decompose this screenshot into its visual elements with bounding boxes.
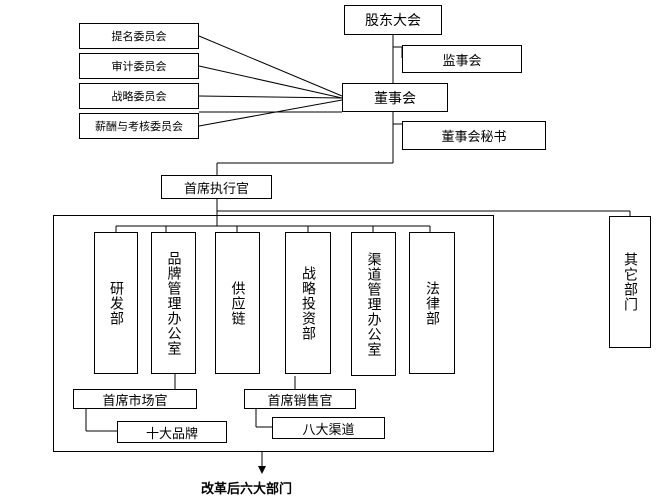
legal-department-label: 法律部 xyxy=(424,280,440,326)
supply-chain-label: 供应链 xyxy=(229,280,246,326)
board-secretary-box: 董事会秘书 xyxy=(402,121,546,150)
supply-chain-box: 供应链 xyxy=(215,232,260,374)
channel-management-office-label: 渠道管理办公室 xyxy=(365,251,382,357)
ceo-label: 首席执行官 xyxy=(183,181,249,197)
supervisory-board-label: 监事会 xyxy=(442,53,482,69)
audit-committee-box: 审计委员会 xyxy=(79,53,199,79)
board-secretary-label: 董事会秘书 xyxy=(441,130,507,145)
supervisory-board-box: 监事会 xyxy=(402,45,522,73)
cmo-label: 首席市场官 xyxy=(102,393,168,409)
audit-committee-label: 审计委员会 xyxy=(111,60,167,73)
strategic-investment-department-box: 战略投资部 xyxy=(285,232,331,374)
board-of-directors-box: 董事会 xyxy=(342,83,448,112)
compensation-committee-box: 薪酬与考核委员会 xyxy=(79,113,199,139)
cso-label: 首席销售官 xyxy=(267,393,333,409)
compensation-committee-label: 薪酬与考核委员会 xyxy=(95,120,183,133)
ceo-box: 首席执行官 xyxy=(161,175,272,199)
shareholders-meeting-box: 股东大会 xyxy=(344,5,442,35)
brand-management-office-box: 品牌管理办公室 xyxy=(151,232,196,374)
legal-department-box: 法律部 xyxy=(409,232,455,374)
strategic-investment-department-label: 战略投资部 xyxy=(300,265,316,341)
shareholders-meeting-label: 股东大会 xyxy=(365,13,421,29)
diagram-caption: 改革后六大部门 xyxy=(201,482,293,497)
strategy-committee-label: 战略委员会 xyxy=(111,90,167,103)
six-departments-frame xyxy=(53,215,494,452)
eight-channels-box: 八大渠道 xyxy=(272,417,385,439)
top-ten-brands-box: 十大品牌 xyxy=(117,421,227,443)
nomination-committee-label: 提名委员会 xyxy=(111,30,167,43)
nomination-committee-box: 提名委员会 xyxy=(79,23,199,49)
other-departments-label: 其它部门 xyxy=(622,252,638,312)
top-ten-brands-label: 十大品牌 xyxy=(145,426,198,442)
brand-management-office-label: 品牌管理办公室 xyxy=(165,250,182,356)
rd-department-box: 研发部 xyxy=(94,232,138,374)
cmo-box: 首席市场官 xyxy=(73,389,197,409)
strategy-committee-box: 战略委员会 xyxy=(79,83,199,109)
board-of-directors-label: 董事会 xyxy=(374,90,416,107)
eight-channels-label: 八大渠道 xyxy=(302,422,355,438)
rd-department-label: 研发部 xyxy=(108,280,124,326)
other-departments-box: 其它部门 xyxy=(609,216,651,348)
cso-box: 首席销售官 xyxy=(244,389,356,409)
channel-management-office-box: 渠道管理办公室 xyxy=(351,232,396,376)
